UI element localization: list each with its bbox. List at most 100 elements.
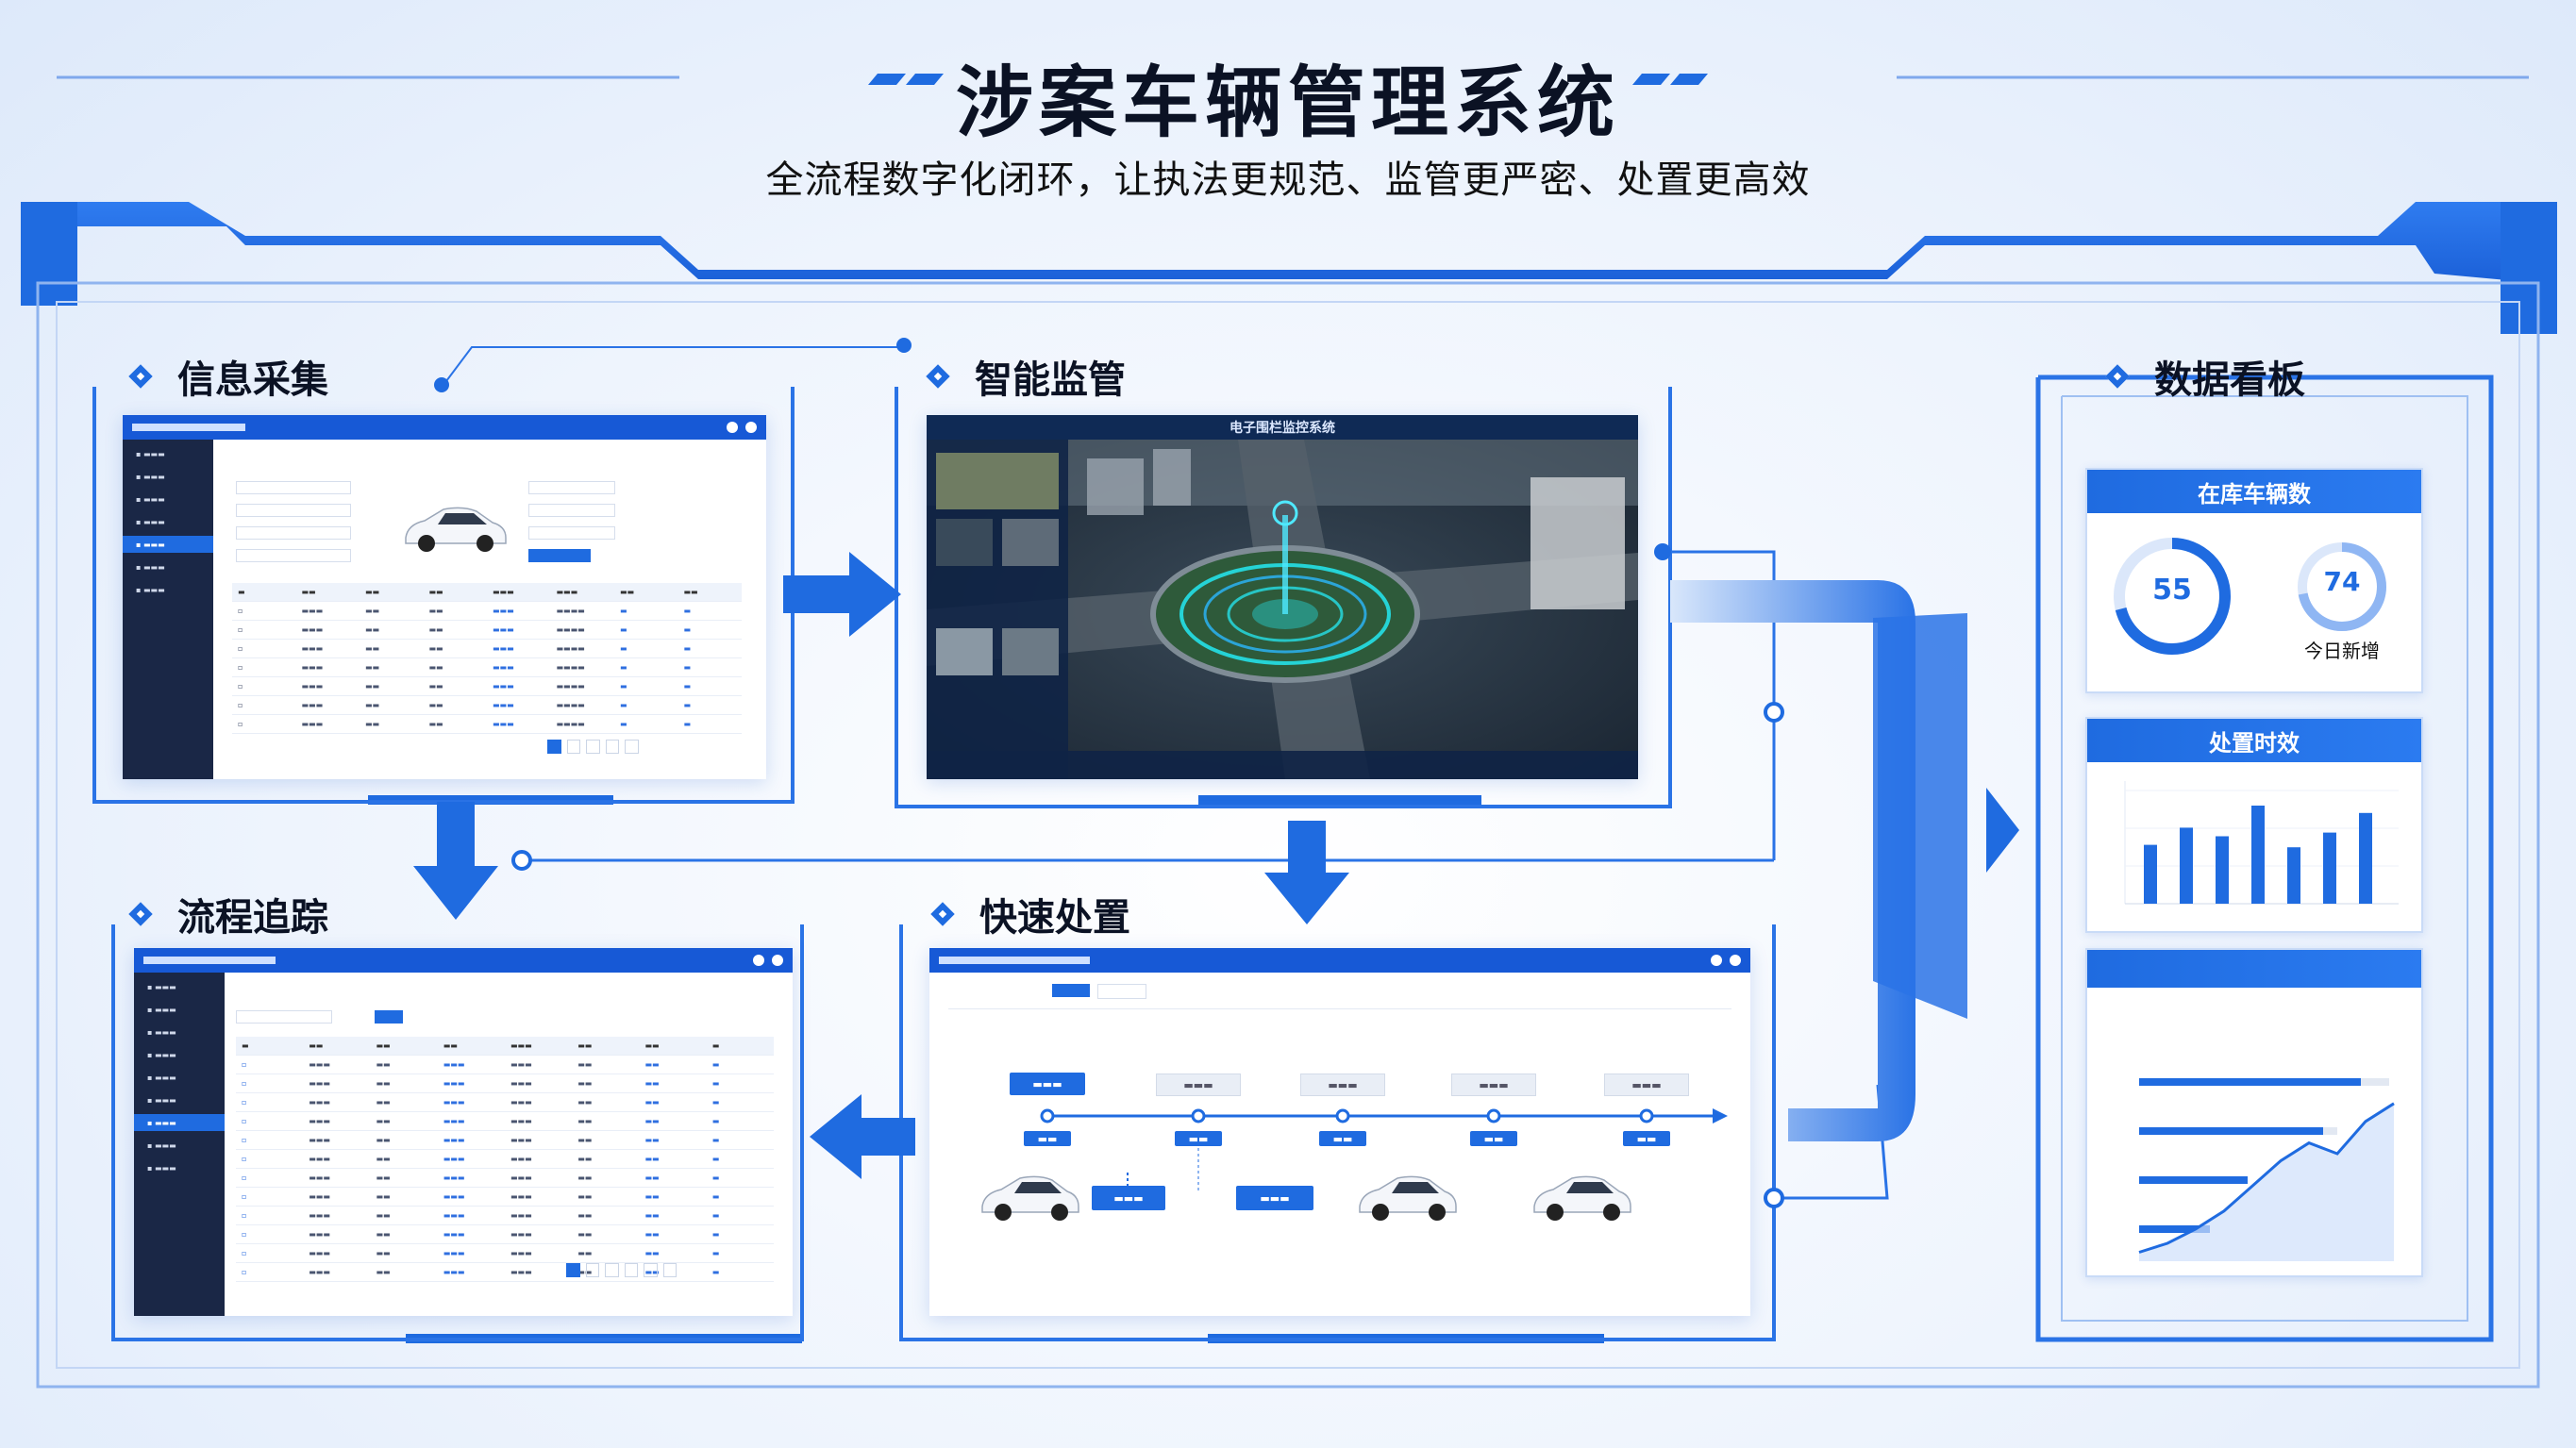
page-button[interactable] — [624, 1263, 639, 1277]
trend-area — [2139, 1103, 2394, 1261]
today-new-value: 74 — [2323, 566, 2361, 597]
bar — [2323, 832, 2336, 904]
sidebar-item[interactable]: ▪ ▬▬▬ — [136, 517, 165, 526]
notification-icon[interactable] — [727, 422, 738, 433]
trend-chart — [2138, 1078, 2395, 1261]
form-input[interactable] — [236, 526, 351, 540]
dispose-tab-active[interactable] — [1052, 984, 1090, 997]
table-row[interactable]: ▫▬▬▬▬▬▬▬▬▬▬▬▬▬▬▬▬ — [236, 1056, 774, 1074]
section-track-label: 流程追踪 — [177, 896, 328, 940]
form-input[interactable] — [236, 549, 351, 562]
table-row[interactable]: ▫▬▬▬▬▬▬▬▬▬▬▬▬▬▬▬▬ — [232, 696, 742, 715]
table-row[interactable]: ▫▬▬▬▬▬▬▬▬▬▬▬▬▬▬▬▬ — [232, 677, 742, 696]
form-input[interactable] — [528, 481, 615, 494]
board-stock-card: 在库车辆数 55 74 今日新增 — [2085, 468, 2423, 693]
diamond-marker-icon — [930, 902, 955, 926]
dispose-tab[interactable] — [1097, 984, 1146, 999]
table-row[interactable]: ▫▬▬▬▬▬▬▬▬▬▬▬▬▬▬▬▬ — [236, 1074, 774, 1093]
table-row[interactable]: ▫▬▬▬▬▬▬▬▬▬▬▬▬▬▬▬▬ — [232, 602, 742, 621]
form-input[interactable] — [236, 481, 351, 494]
timeline-node[interactable]: ▬▬▬ — [1451, 1074, 1536, 1096]
timeline-detail-node[interactable]: ▬▬▬ — [1092, 1186, 1165, 1210]
table-row[interactable]: ▫▬▬▬▬▬▬▬▬▬▬▬▬▬▬▬▬ — [236, 1150, 774, 1169]
timeline-node[interactable]: ▬▬▬ — [1604, 1074, 1689, 1096]
track-search-button[interactable] — [375, 1010, 403, 1024]
page-subtitle: 全流程数字化闭环，让执法更规范、监管更严密、处置更高效 — [765, 158, 1811, 202]
sidebar-item[interactable]: ▪ ▬▬▬ — [136, 472, 165, 481]
table-row[interactable]: ▫▬▬▬▬▬▬▬▬▬▬▬▬▬▬▬▬ — [236, 1169, 774, 1188]
table-row[interactable]: ▫▬▬▬▬▬▬▬▬▬▬▬▬▬▬▬▬ — [236, 1112, 774, 1131]
pagination — [566, 1263, 677, 1277]
dispose-screen-header — [929, 948, 1750, 973]
sidebar-item[interactable]: ▪ ▬▬▬ — [147, 1050, 176, 1059]
form-input[interactable] — [236, 504, 351, 517]
board-card3-header — [2087, 950, 2421, 988]
section-track-heading: 流程追踪 — [128, 887, 328, 941]
page-button[interactable] — [566, 1263, 580, 1277]
sidebar-item[interactable]: ▪ ▬▬▬ — [136, 449, 165, 458]
form-select[interactable] — [528, 526, 615, 540]
notification-icon[interactable] — [1711, 955, 1722, 966]
timeline-node[interactable]: ▬▬▬ — [1156, 1074, 1241, 1096]
sidebar-item[interactable]: ▪ ▬▬▬ — [147, 1140, 176, 1150]
section-dispose-heading: 快速处置 — [930, 887, 1130, 941]
page-button[interactable] — [566, 740, 581, 754]
sidebar-item[interactable]: ▪ ▬▬▬ — [147, 1027, 176, 1037]
diamond-marker-icon — [128, 364, 153, 389]
timeline-step-tag: ▬▬ — [1470, 1131, 1517, 1146]
table-row[interactable]: ▫▬▬▬▬▬▬▬▬▬▬▬▬▬▬▬▬ — [236, 1093, 774, 1112]
table-row[interactable]: ▫▬▬▬▬▬▬▬▬▬▬▬▬▬▬▬▬ — [236, 1131, 774, 1150]
track-screen-header — [134, 948, 793, 973]
sidebar-item-active[interactable]: ▪ ▬▬▬ — [123, 536, 213, 553]
timeline-node-active[interactable]: ▬▬▬ — [1010, 1073, 1085, 1095]
flow-arrow-down-icon — [1264, 821, 1349, 924]
table-row[interactable]: ▫▬▬▬▬▬▬▬▬▬▬▬▬▬▬▬▬ — [232, 640, 742, 658]
table-row[interactable]: ▫▬▬▬▬▬▬▬▬▬▬▬▬▬▬▬▬ — [232, 621, 742, 640]
sidebar-item[interactable]: ▪ ▬▬▬ — [147, 1073, 176, 1082]
section-monitor-heading: 智能监管 — [926, 349, 1126, 404]
sidebar-item-active[interactable]: ▪ ▬▬▬ — [134, 1114, 225, 1131]
track-search-input[interactable] — [236, 1010, 332, 1024]
user-icon[interactable] — [772, 955, 783, 966]
timeline-step-tag: ▬▬ — [1319, 1131, 1366, 1146]
table-row[interactable]: ▫▬▬▬▬▬▬▬▬▬▬▬▬▬▬▬▬ — [236, 1244, 774, 1263]
sidebar-item[interactable]: ▪ ▬▬▬ — [147, 1163, 176, 1173]
table-row[interactable]: ▫▬▬▬▬▬▬▬▬▬▬▬▬▬▬▬▬ — [236, 1188, 774, 1207]
sidebar-item[interactable]: ▪ ▬▬▬ — [147, 1095, 176, 1105]
page-button[interactable] — [644, 1263, 658, 1277]
page-button[interactable] — [586, 740, 600, 754]
stock-value: 55 — [2152, 574, 2192, 607]
board-trend-card — [2085, 948, 2423, 1277]
table-row[interactable]: ▫▬▬▬▬▬▬▬▬▬▬▬▬▬▬▬▬ — [236, 1207, 774, 1225]
page-button[interactable] — [585, 1263, 600, 1277]
timeline-node[interactable]: ▬▬▬ — [1300, 1074, 1385, 1096]
notification-icon[interactable] — [753, 955, 764, 966]
user-icon[interactable] — [1730, 955, 1741, 966]
track-sidebar: ▪ ▬▬▬ ▪ ▬▬▬ ▪ ▬▬▬ ▪ ▬▬▬ ▪ ▬▬▬ ▪ ▬▬▬ ▪ ▬▬… — [134, 973, 225, 1316]
table-row[interactable]: ▫▬▬▬▬▬▬▬▬▬▬▬▬▬▬▬▬ — [236, 1263, 774, 1282]
submit-button[interactable] — [528, 549, 591, 562]
sidebar-item[interactable]: ▪ ▬▬▬ — [147, 982, 176, 991]
car-icon — [1533, 1175, 1631, 1221]
sidebar-item[interactable]: ▪ ▬▬▬ — [136, 585, 165, 594]
sidebar-item[interactable]: ▪ ▬▬▬ — [147, 1005, 176, 1014]
page-button[interactable] — [662, 1263, 677, 1277]
user-icon[interactable] — [745, 422, 757, 433]
table-row[interactable]: ▫▬▬▬▬▬▬▬▬▬▬▬▬▬▬▬▬ — [236, 1225, 774, 1244]
page-button[interactable] — [547, 740, 561, 754]
page-button[interactable] — [625, 740, 639, 754]
sidebar-item[interactable]: ▪ ▬▬▬ — [136, 494, 165, 504]
page-button[interactable] — [605, 740, 620, 754]
table-row[interactable]: ▫▬▬▬▬▬▬▬▬▬▬▬▬▬▬▬▬ — [232, 658, 742, 677]
form-input[interactable] — [528, 504, 615, 517]
timeline-detail-node[interactable]: ▬▬▬ — [1236, 1186, 1313, 1210]
sidebar-item[interactable]: ▪ ▬▬▬ — [136, 562, 165, 572]
dispose-screen: ▬▬▬ ▬▬▬ ▬▬▬ ▬▬▬ ▬▬▬ ▬▬ ▬▬ ▬▬ ▬▬ ▬▬ ▬▬▬ ▬… — [929, 948, 1750, 1316]
bar — [2287, 847, 2300, 904]
page-button[interactable] — [605, 1263, 619, 1277]
flow-arrow-left-icon — [810, 1094, 915, 1179]
table-row[interactable]: ▫▬▬▬▬▬▬▬▬▬▬▬▬▬▬▬▬ — [232, 715, 742, 734]
car-icon — [981, 1175, 1079, 1221]
stock-rings — [2114, 538, 2386, 655]
flow-arrow-right-icon — [783, 552, 901, 637]
